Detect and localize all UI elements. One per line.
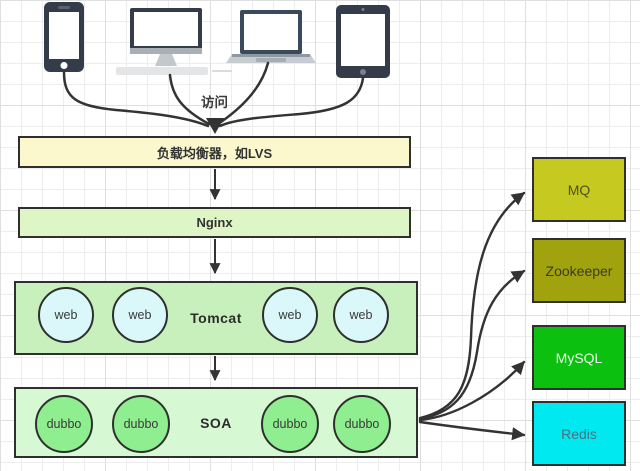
dubbo-node-4: dubbo [333,395,391,453]
nginx-label: Nginx [196,215,233,230]
device-connectors [62,61,365,128]
arrow-soa-to-redis [418,420,526,441]
laptop-cable [219,61,270,124]
load-balancer-box: 负载均衡器，如LVS [18,136,411,168]
converge-arrowhead [206,118,224,134]
mysql-box: MySQL [532,325,626,390]
soa-label: SOA [200,414,232,431]
dubbo-node-2: dubbo [112,395,170,453]
desktop-cable [168,73,211,126]
nginx-box: Nginx [18,207,411,238]
mq-box: MQ [532,157,626,222]
arrow-soa-to-mq [418,191,526,420]
tomcat-label: Tomcat [190,310,242,326]
laptop-icon [226,10,316,63]
arrow-soa-to-mysql [418,360,526,422]
mysql-label: MySQL [555,349,603,366]
load-balancer-label: 负载均衡器，如LVS [156,145,273,161]
web-node-4: web [333,287,389,343]
redis-box: Redis [532,401,626,466]
tablet-cable [218,76,365,128]
arrow-soa-to-zookeeper [418,269,526,421]
dubbo-node-1: dubbo [35,395,93,453]
tablet-icon [336,5,390,78]
mq-label: MQ [567,181,591,198]
web-node-1: web [38,287,94,343]
phone-cable [62,70,210,128]
zookeeper-box: Zookeeper [532,238,626,303]
zookeeper-label: Zookeeper [545,262,613,279]
access-label: 访问 [201,95,228,110]
redis-label: Redis [561,425,597,442]
dubbo-node-3: dubbo [261,395,319,453]
service-arrows [418,191,526,441]
desktop-computer-icon [116,8,232,75]
web-node-3: web [262,287,318,343]
smartphone-icon [44,2,84,72]
web-node-2: web [112,287,168,343]
